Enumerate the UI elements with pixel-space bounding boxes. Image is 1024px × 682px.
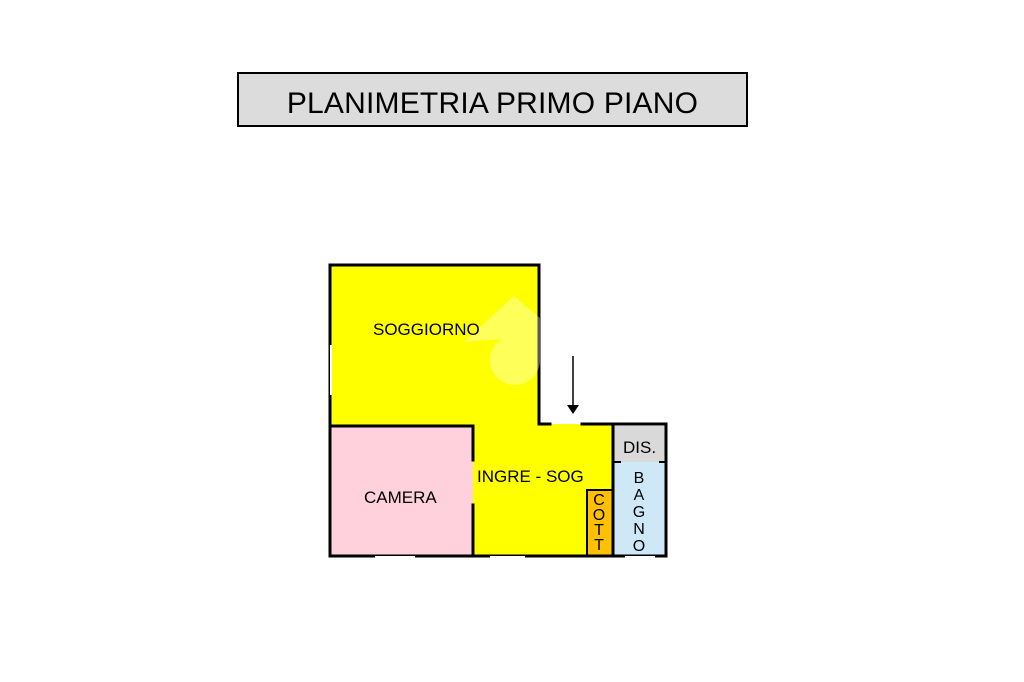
- room-dis: [613, 426, 666, 462]
- room-dis-fill: [613, 426, 666, 462]
- bagno-label-char: N: [633, 521, 645, 538]
- room-bagno-fill: [613, 462, 666, 556]
- entrance-arrow-icon: [567, 356, 579, 414]
- room-soggiorno: [330, 265, 539, 426]
- label-ingresso: INGRE - SOG: [477, 467, 584, 486]
- room-cottura-fill: [588, 491, 612, 556]
- cott-label-char: C: [593, 492, 605, 509]
- cott-label-char: T: [594, 522, 604, 539]
- room-soggiorno-fill: [330, 265, 539, 426]
- bagno-label-char: B: [633, 470, 645, 487]
- label-soggiorno: SOGGIORNO: [373, 320, 480, 339]
- watermark-logo-icon: [464, 296, 540, 385]
- cott-label-char: T: [594, 537, 604, 554]
- room-camera: [330, 426, 473, 556]
- title-box: PLANIMETRIA PRIMO PIANO: [237, 72, 748, 127]
- room-cottura: [588, 491, 612, 556]
- room-camera-fill: [330, 426, 473, 556]
- bagno-label-char: G: [632, 504, 646, 521]
- bagno-label-char: O: [632, 538, 646, 555]
- cott-label-char: O: [592, 507, 606, 524]
- label-camera: CAMERA: [364, 488, 437, 507]
- plan-title: PLANIMETRIA PRIMO PIANO: [286, 86, 699, 120]
- room-bagno: [613, 462, 666, 556]
- windows: [330, 345, 655, 558]
- label-dis: DIS.: [623, 438, 656, 457]
- bagno-label-char: A: [633, 487, 645, 504]
